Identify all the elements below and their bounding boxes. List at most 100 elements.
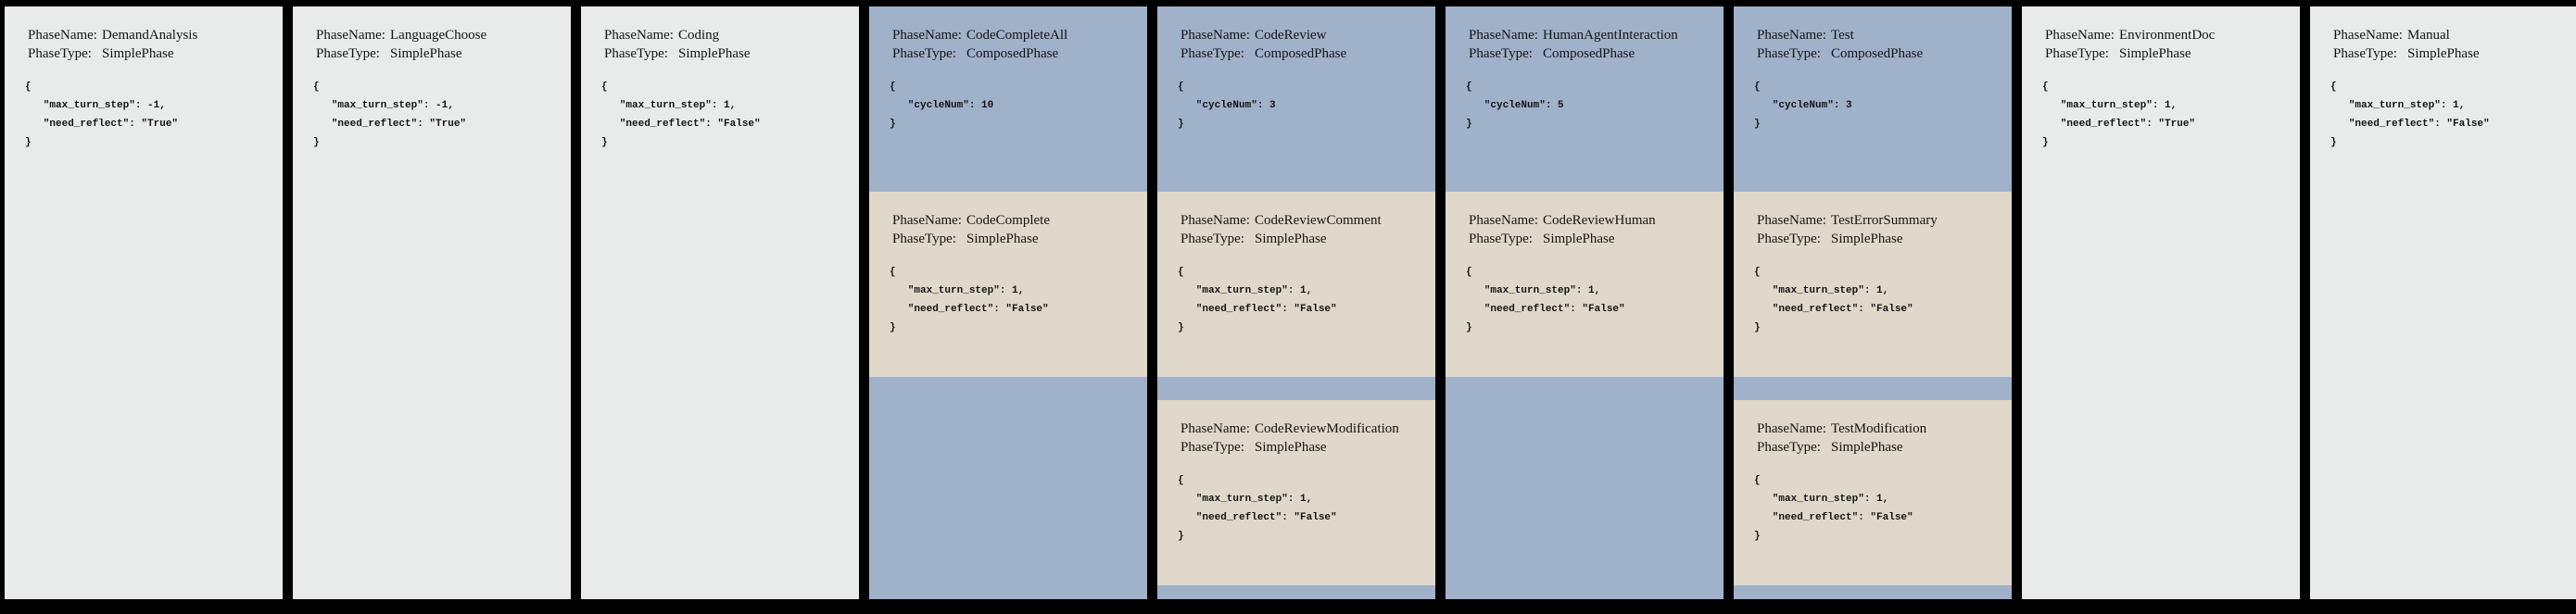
phase-type-row: PhaseType: ComposedPhase [892, 44, 1136, 63]
config-line: { [890, 81, 896, 93]
phase-type-label: PhaseType: [1469, 46, 1533, 61]
phase-name-value: EnvironmentDoc [2119, 28, 2216, 43]
config-line: } [1754, 531, 1761, 542]
config-line: } [890, 322, 896, 333]
config-line: } [1754, 119, 1761, 130]
subphase-card: PhaseName: CodeReviewHuman PhaseType: Si… [1446, 192, 1724, 377]
config-line: } [890, 119, 896, 130]
phase-name-row: PhaseName: Coding [604, 26, 848, 44]
config-line: } [313, 137, 320, 148]
phase-config-block: PhaseName: Manual PhaseType: SimplePhase… [2310, 6, 2576, 192]
phase-name-label: PhaseName: [892, 28, 962, 43]
phase-type-value: SimplePhase [1255, 232, 1327, 246]
phase-card: PhaseName: Test PhaseType: ComposedPhase… [1734, 6, 2012, 599]
phase-config-json: { "max_turn_step": 1, "need_reflect": "F… [601, 78, 848, 152]
config-line: { [890, 267, 896, 278]
config-line: } [2042, 137, 2049, 148]
phase-type-value: SimplePhase [966, 232, 1039, 246]
phase-card: PhaseName: HumanAgentInteraction PhaseTy… [1446, 6, 1724, 599]
config-line: "max_turn_step": -1, [25, 100, 166, 111]
subphase-list: PhaseName: CodeReviewHuman PhaseType: Si… [1446, 192, 1724, 377]
config-line: "max_turn_step": 1, [1466, 285, 1601, 296]
phase-type-label: PhaseType: [1757, 440, 1821, 455]
phase-type-label: PhaseType: [1181, 440, 1244, 455]
phase-name-row: PhaseName: LanguageChoose [316, 26, 560, 44]
phase-name-label: PhaseName: [1757, 421, 1826, 436]
phase-name-label: PhaseName: [2045, 28, 2115, 43]
subphase-list: PhaseName: CodeReviewComment PhaseType: … [1157, 192, 1435, 585]
phase-name-label: PhaseName: [604, 28, 674, 43]
phase-type-row: PhaseType: SimplePhase [28, 44, 271, 63]
phase-config-block: PhaseName: CodeCompleteAll PhaseType: Co… [869, 6, 1147, 192]
config-line: "need_reflect": "False" [1466, 304, 1625, 315]
phase-card: PhaseName: DemandAnalysis PhaseType: Sim… [5, 6, 283, 599]
phase-name-label: PhaseName: [2333, 28, 2403, 43]
phase-row: PhaseName: DemandAnalysis PhaseType: Sim… [5, 6, 2576, 599]
phase-config-block: PhaseName: HumanAgentInteraction PhaseTy… [1446, 6, 1724, 192]
phase-type-value: SimplePhase [678, 46, 751, 61]
phase-config-block: PhaseName: Coding PhaseType: SimplePhase… [581, 6, 859, 192]
config-line: "need_reflect": "True" [2042, 119, 2196, 130]
phase-type-value: ComposedPhase [1543, 46, 1635, 61]
phase-name-row: PhaseName: CodeReviewComment [1181, 211, 1424, 230]
config-line: "cycleNum": 3 [1754, 100, 1852, 111]
phase-config-json: { "cycleNum": 10} [890, 78, 1136, 133]
phase-name-label: PhaseName: [1181, 213, 1250, 228]
config-line: "need_reflect": "False" [1754, 512, 1913, 523]
config-line: "cycleNum": 10 [890, 100, 994, 111]
phase-name-row: PhaseName: HumanAgentInteraction [1469, 26, 1712, 44]
config-line: "cycleNum": 5 [1466, 100, 1564, 111]
phase-name-row: PhaseName: TestModification [1757, 420, 2001, 438]
phase-name-value: TestModification [1831, 421, 1927, 436]
phase-type-value: SimplePhase [1255, 440, 1327, 455]
phase-name-row: PhaseName: CodeReviewModification [1181, 420, 1424, 438]
config-line: "max_turn_step": 1, [601, 100, 737, 111]
config-line: { [1178, 475, 1184, 486]
config-line: } [1754, 322, 1761, 333]
phase-name-value: CodeReviewComment [1255, 213, 1382, 228]
phase-type-row: PhaseType: SimplePhase [892, 230, 1136, 248]
phase-type-value: ComposedPhase [966, 46, 1059, 61]
phase-name-row: PhaseName: Test [1757, 26, 2001, 44]
phase-card: PhaseName: CodeCompleteAll PhaseType: Co… [869, 6, 1147, 599]
phase-type-label: PhaseType: [604, 46, 668, 61]
phase-config-json: { "max_turn_step": 1, "need_reflect": "F… [1178, 471, 1424, 545]
phase-name-label: PhaseName: [1181, 28, 1250, 43]
phase-config-block: PhaseName: Test PhaseType: ComposedPhase… [1734, 6, 2012, 192]
phase-name-value: CodeCompleteAll [966, 28, 1068, 43]
config-line: "max_turn_step": 1, [1754, 285, 1889, 296]
phase-config-block: PhaseName: CodeReview PhaseType: Compose… [1157, 6, 1435, 192]
config-line: "max_turn_step": 1, [1178, 494, 1313, 505]
phase-name-row: PhaseName: CodeReview [1181, 26, 1424, 44]
phase-type-row: PhaseType: ComposedPhase [1181, 44, 1424, 63]
config-line: "max_turn_step": 1, [1754, 494, 1889, 505]
config-line: "max_turn_step": -1, [313, 100, 454, 111]
phase-type-row: PhaseType: SimplePhase [1469, 230, 1712, 248]
phase-type-label: PhaseType: [1181, 46, 1244, 61]
config-line: { [1178, 81, 1184, 93]
config-line: { [2042, 81, 2049, 93]
phase-name-row: PhaseName: Manual [2333, 26, 2576, 44]
config-line: { [1466, 267, 1472, 278]
phase-name-value: Manual [2407, 28, 2450, 43]
phase-type-row: PhaseType: ComposedPhase [1469, 44, 1712, 63]
phase-name-value: HumanAgentInteraction [1543, 28, 1678, 43]
config-line: { [1178, 267, 1184, 278]
phase-config-json: { "max_turn_step": -1, "need_reflect": "… [25, 78, 271, 152]
phase-name-label: PhaseName: [1469, 28, 1538, 43]
config-line: { [313, 81, 320, 93]
phase-card: PhaseName: CodeReview PhaseType: Compose… [1157, 6, 1435, 599]
phase-card: PhaseName: Coding PhaseType: SimplePhase… [581, 6, 859, 599]
phase-type-row: PhaseType: SimplePhase [2333, 44, 2576, 63]
phase-card: PhaseName: LanguageChoose PhaseType: Sim… [293, 6, 571, 599]
config-line: "need_reflect": "False" [1754, 304, 1913, 315]
phase-name-row: PhaseName: CodeCompleteAll [892, 26, 1136, 44]
phase-type-row: PhaseType: ComposedPhase [1757, 44, 2001, 63]
subphase-card: PhaseName: TestErrorSummary PhaseType: S… [1734, 192, 2012, 377]
phase-config-json: { "max_turn_step": 1, "need_reflect": "F… [890, 263, 1136, 337]
config-line: { [1754, 81, 1761, 93]
phase-config-json: { "max_turn_step": 1, "need_reflect": "T… [2042, 78, 2289, 152]
config-line: "need_reflect": "False" [890, 304, 1049, 315]
config-line: } [1466, 322, 1472, 333]
config-line: } [1178, 322, 1184, 333]
